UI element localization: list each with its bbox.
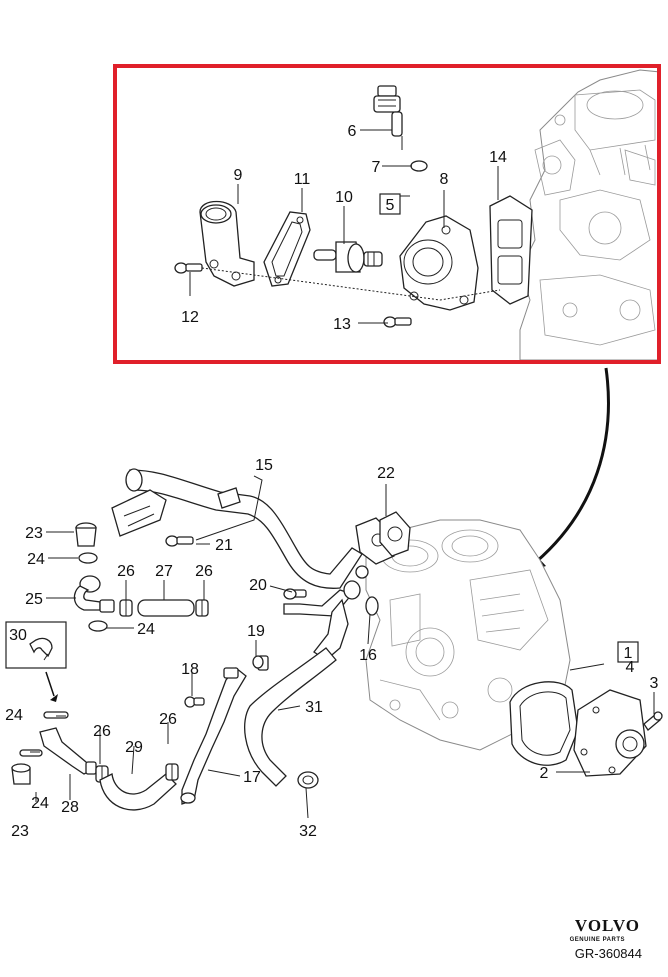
callout-25: 25	[25, 591, 43, 608]
detail-engine-block-upper	[519, 69, 661, 361]
part-25-banjo-fitting	[73, 575, 115, 613]
part-14-gasket	[489, 195, 533, 305]
callout-26b: 26	[195, 563, 213, 580]
part-24-washer-4	[19, 749, 43, 757]
callout-16: 16	[359, 647, 377, 664]
callout-5: 5	[386, 197, 395, 214]
callout-24c: 24	[5, 707, 23, 724]
callout-29: 29	[125, 739, 143, 756]
logo-subline: GENUINE PARTS	[570, 937, 625, 943]
callout-26d: 26	[93, 723, 111, 740]
callout-17: 17	[243, 769, 261, 786]
part-6-temperature-sensor	[373, 85, 403, 137]
callout-7: 7	[372, 159, 381, 176]
part-15-coolant-pipe	[111, 468, 395, 589]
callout-24a: 24	[27, 551, 45, 568]
part-2-water-pump	[573, 689, 647, 777]
callout-11: 11	[294, 171, 311, 188]
part-16-o-ring	[365, 596, 379, 616]
box-label-5	[379, 193, 401, 215]
callout-14: 14	[489, 149, 507, 166]
callout-20: 20	[249, 577, 267, 594]
part-28-pipe	[39, 727, 97, 775]
callout-9: 9	[234, 167, 243, 184]
part-27-hose	[137, 599, 195, 617]
part-3-bolt	[643, 711, 663, 731]
callout-24d: 24	[31, 795, 49, 812]
callout-4: 4	[626, 659, 635, 676]
callout-30: 30	[9, 627, 27, 644]
callout-32: 32	[299, 823, 317, 840]
callout-19: 19	[247, 623, 265, 640]
callout-6: 6	[348, 123, 357, 140]
callout-21: 21	[215, 537, 233, 554]
volvo-logo: VOLVO GENUINE PARTS	[570, 916, 640, 943]
callout-24b: 24	[137, 621, 155, 638]
callout-8: 8	[440, 171, 449, 188]
lower-pipe-section	[283, 565, 369, 661]
part-30-clip-box	[5, 621, 67, 702]
part-22-gasket	[379, 511, 411, 557]
part-24-washer-2	[88, 620, 108, 632]
part-9-thermostat-outlet	[199, 200, 255, 287]
part-21-bolt	[165, 535, 194, 547]
part-29-hose	[99, 773, 177, 811]
callout-2: 2	[540, 765, 549, 782]
callout-13: 13	[333, 316, 351, 333]
part-8-thermostat-housing	[399, 215, 479, 311]
part-32-clamp	[297, 771, 319, 789]
part-24-washer-1	[78, 552, 98, 564]
part-23-cap-top	[75, 522, 97, 547]
callout-26a: 26	[117, 563, 135, 580]
callout-10: 10	[335, 189, 353, 206]
box-label-1	[617, 641, 639, 663]
part-23-cap-bottom	[11, 763, 31, 785]
part-10-thermostat	[313, 241, 383, 273]
part-26-clamp-1	[119, 599, 133, 617]
part-13-bolt	[383, 316, 412, 328]
callout-12: 12	[181, 309, 199, 326]
callout-22: 22	[377, 465, 395, 482]
part-18-bolt	[184, 696, 205, 708]
part-4-gasket	[509, 681, 579, 766]
callout-1: 1	[624, 645, 633, 662]
part-31-hose	[244, 647, 337, 787]
callout-28: 28	[61, 799, 79, 816]
callout-15: 15	[255, 457, 273, 474]
callout-31: 31	[305, 699, 323, 716]
part-19-o-ring	[252, 655, 264, 669]
logo-brand: VOLVO	[575, 916, 640, 935]
callout-18: 18	[181, 661, 199, 678]
callout-23a: 23	[25, 525, 43, 542]
callout-3: 3	[650, 675, 659, 692]
callout-27: 27	[155, 563, 173, 580]
part-7-o-ring	[410, 160, 428, 172]
callout-23b: 23	[11, 823, 29, 840]
part-26-clamp-4	[165, 763, 179, 781]
part-11-gasket	[263, 211, 311, 287]
callout-26c: 26	[159, 711, 177, 728]
detail-arrow	[528, 367, 610, 572]
part-24-washer-3	[43, 711, 69, 719]
highlight-frame	[113, 64, 661, 364]
part-12-bolt	[174, 262, 203, 274]
part-26-clamp-2	[195, 599, 209, 617]
reference-number: GR-360844	[575, 946, 642, 961]
